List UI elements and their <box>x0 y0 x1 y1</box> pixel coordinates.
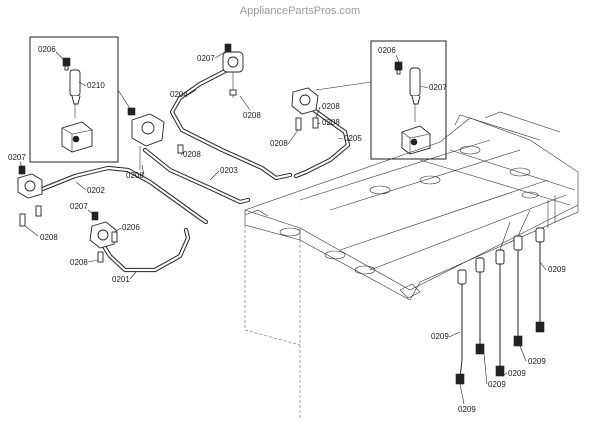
burner-box-frame <box>244 111 579 420</box>
label-0209-d: 0209 <box>501 369 526 378</box>
label-0208-a: 0208 <box>239 95 261 120</box>
ignitor-part-inset-right <box>409 67 421 97</box>
svg-text:0205: 0205 <box>344 134 362 143</box>
label-0206-mid: 0206 <box>114 223 140 233</box>
label-0203: 0203 <box>209 166 238 181</box>
svg-text:0209: 0209 <box>431 332 449 341</box>
label-0208-b: 0208 <box>315 102 340 119</box>
ignitor-part-inset-left <box>69 69 81 97</box>
pipe-0201 <box>97 227 191 273</box>
label-0208-d: 0208 <box>270 129 299 148</box>
svg-text:0207: 0207 <box>429 83 447 92</box>
label-0209-a: 0209 <box>539 261 566 274</box>
svg-text:0206: 0206 <box>122 223 140 232</box>
svg-text:0207: 0207 <box>70 202 88 211</box>
label-0207-left: 0207 <box>8 153 26 169</box>
label-0201: 0201 <box>112 271 137 284</box>
svg-text:0210: 0210 <box>87 81 105 90</box>
svg-text:0208: 0208 <box>70 258 88 267</box>
label-0210: 0210 <box>78 81 105 90</box>
pipe-0202 <box>37 165 209 225</box>
svg-text:0204: 0204 <box>170 90 188 99</box>
svg-text:0206: 0206 <box>378 46 396 55</box>
svg-text:0203: 0203 <box>220 166 238 175</box>
inset-box-right <box>315 40 447 160</box>
inset-box-left <box>29 36 134 163</box>
label-0209-f: 0209 <box>458 383 476 414</box>
label-0208-g: 0208 <box>70 258 99 267</box>
svg-text:0208: 0208 <box>40 233 58 242</box>
pipe-0203 <box>142 147 251 205</box>
label-0209-e: 0209 <box>483 353 506 389</box>
label-0204: 0204 <box>170 89 197 99</box>
svg-text:0202: 0202 <box>87 186 105 195</box>
label-0206-inset-right: 0206 <box>378 46 400 63</box>
svg-text:0208: 0208 <box>243 111 261 120</box>
svg-text:0209: 0209 <box>548 265 566 274</box>
svg-text:0208: 0208 <box>183 150 201 159</box>
label-0208-e: 0208 <box>180 150 201 159</box>
label-0209-c: 0209 <box>519 345 546 366</box>
pipe-0204 <box>169 67 293 181</box>
label-0208-f: 0208 <box>24 225 58 242</box>
svg-text:0209: 0209 <box>508 369 526 378</box>
svg-text:0201: 0201 <box>112 275 130 284</box>
svg-text:0208: 0208 <box>126 171 144 180</box>
svg-text:0209: 0209 <box>488 380 506 389</box>
svg-text:0207: 0207 <box>197 54 215 63</box>
label-0209-b: 0209 <box>431 331 461 341</box>
svg-text:0207: 0207 <box>8 153 26 162</box>
valve-right <box>291 87 319 131</box>
svg-text:0208: 0208 <box>322 102 340 111</box>
valve-top-left <box>127 107 184 170</box>
label-0207-mid: 0207 <box>70 202 94 215</box>
valve-top-center <box>222 43 244 98</box>
label-0202: 0202 <box>75 181 105 195</box>
svg-text:0208: 0208 <box>270 139 288 148</box>
label-0207-inset-right: 0207 <box>419 83 447 92</box>
valve-lower-center <box>89 211 118 263</box>
svg-text:0209: 0209 <box>458 405 476 414</box>
svg-text:0209: 0209 <box>528 357 546 366</box>
label-0208-mid: 0208 <box>126 164 144 180</box>
svg-text:0208: 0208 <box>322 118 340 127</box>
pipe-0205 <box>293 97 351 179</box>
valve-left <box>17 165 43 227</box>
svg-text:0206: 0206 <box>38 45 56 54</box>
label-0206-inset-left: 0206 <box>38 45 65 61</box>
label-0207-top: 0207 <box>197 51 226 63</box>
ignitor-wires <box>455 195 556 385</box>
watermark-text: AppliancePartsPros.com <box>240 5 360 17</box>
label-0208-c: 0208 <box>317 118 340 127</box>
label-0205: 0205 <box>337 134 362 143</box>
